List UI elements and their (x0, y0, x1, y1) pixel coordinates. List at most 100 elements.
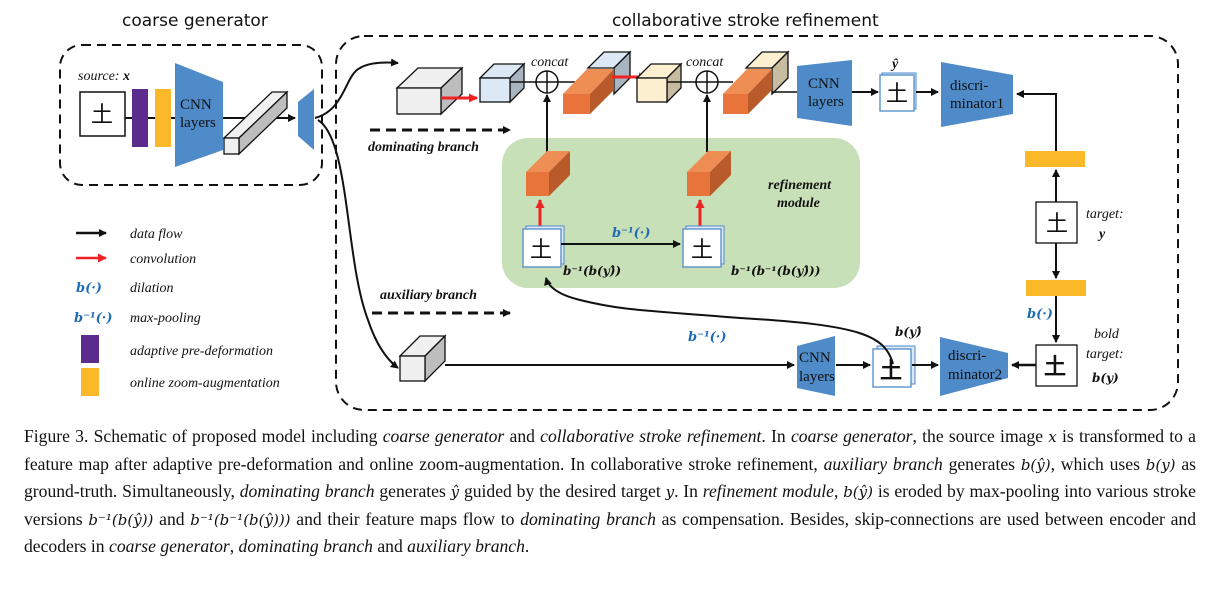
bold-target-var-label: b(y) (1092, 371, 1119, 385)
caption-math: b⁻¹(b⁻¹(b(ŷ))) (190, 510, 291, 529)
caption-term: coarse generator (790, 426, 913, 446)
zoom-augmentation-block (1025, 151, 1085, 167)
refinement-label: refinement (768, 178, 832, 193)
to-auxiliary-flow (317, 119, 399, 369)
caption-text: as ground-truth. Simultaneously, (24, 453, 1196, 502)
caption-text: as compensation. Besides, skip-connectio… (24, 508, 1197, 557)
legend-purple-box-icon (81, 335, 99, 363)
caption-text: . In (674, 481, 698, 501)
max-pooling-op-label: b⁻¹(·) (688, 330, 726, 345)
concat-label: concat (531, 55, 569, 70)
caption-text: , which uses (1050, 453, 1140, 474)
bold-target-label: target: (1086, 347, 1124, 362)
caption-text: . (524, 536, 530, 556)
caption-term: dominating branch (239, 481, 375, 501)
bold-target-label: bold (1094, 327, 1120, 342)
cnn-encoder (175, 63, 223, 167)
caption-term: coarse generator (109, 536, 230, 556)
auxiliary-branch-label: auxiliary branch (380, 288, 477, 303)
cnn-label: layers (180, 115, 216, 131)
cnn-label: CNN (180, 97, 212, 113)
caption-term: coarse generator (382, 426, 505, 446)
adaptive-pre-deformation-block (132, 89, 148, 147)
concat-label: concat (686, 55, 724, 70)
refinement-label: module (777, 196, 820, 211)
discriminator1 (941, 62, 1013, 127)
zoom-augmentation-block (1026, 280, 1086, 296)
source-image (79, 91, 126, 137)
refined-feature-map-2 (687, 151, 731, 196)
legend-label: convolution (130, 252, 196, 267)
collaborative-title: collaborative stroke refinement (612, 11, 879, 31)
cnn-decoder-dominating (797, 60, 852, 126)
discriminator2-label: discri- (948, 348, 986, 364)
auxiliary-feature-map (398, 334, 447, 383)
caption-text: and (509, 426, 535, 446)
eroded-image-1 (522, 228, 562, 268)
caption-math: y (665, 483, 675, 501)
b-y-hat-image (872, 348, 912, 388)
dominating-branch-label: dominating branch (368, 140, 479, 155)
caption-math: x (1048, 428, 1057, 446)
cnn-decoder-auxiliary (797, 336, 835, 396)
target-label: target: (1086, 207, 1124, 222)
source-label: source: x (78, 69, 130, 84)
legend-label: dilation (130, 281, 174, 296)
cnn-label: layers (808, 94, 844, 110)
collaborative-box (335, 35, 1179, 411)
refined-feature-map-1 (526, 151, 570, 196)
cnn-label: CNN (799, 350, 831, 366)
caption-text: generates (948, 453, 1015, 474)
caption-text: is eroded by max-pooling into various st… (24, 481, 1196, 529)
zoom-augmentation-block (155, 89, 171, 147)
target-var-label: y (1097, 227, 1106, 242)
legend-yellow-box-icon (81, 368, 99, 396)
discriminator1-label: discri- (950, 78, 988, 94)
caption-text: , (229, 536, 235, 556)
cnn-label: layers (799, 369, 835, 385)
caption-text: generates (379, 481, 446, 501)
caption-text: and (377, 536, 403, 556)
caption-text: , the source image (912, 426, 1044, 446)
caption-text: and (159, 508, 185, 529)
model-diagram: coarse generator collaborative stroke re… (59, 11, 1179, 411)
coarse-feature-map (222, 90, 289, 156)
max-pooling-curve (544, 277, 894, 365)
target-to-disc1-arrow (1016, 90, 1057, 151)
max-pooling-op-label: b⁻¹(·) (612, 226, 650, 241)
y-hat-label: ŷ (890, 57, 899, 72)
y-hat-image (879, 74, 915, 112)
bold-target-image (1035, 344, 1078, 387)
caption-text: , (833, 481, 839, 501)
legend-label: online zoom-augmentation (130, 376, 280, 391)
refinement-module-bg (502, 138, 860, 288)
caption-math: b(ŷ) (1020, 455, 1051, 474)
coarse-decoder (298, 89, 314, 150)
caption-text: Schematic of proposed model including (93, 426, 378, 446)
caption-text: guided by the desired target (463, 481, 661, 501)
discriminator2-label: minator2 (948, 367, 1002, 383)
blue-feature-map (478, 62, 526, 104)
caption-text: . In (761, 426, 786, 446)
caption-term: dominating branch (520, 508, 656, 529)
eroded-char-1: 土 (530, 238, 552, 263)
caption-math: b(y) (1145, 455, 1176, 474)
legend-label: data flow (130, 227, 183, 242)
caption-term: auxiliary branch (407, 536, 525, 556)
figure-caption: Figure 3. Schematic of proposed model in… (24, 423, 1196, 560)
caption-term: dominating branch (238, 536, 373, 556)
caption-text: and their feature maps flow to (296, 508, 515, 529)
dilation-op-label: b(·) (1027, 307, 1053, 322)
b-y-hat-label: b(y)̂ (895, 325, 922, 339)
legend: data flow convolution b(·) dilation b⁻¹(… (74, 227, 280, 396)
bold-target-char: 土 (1044, 355, 1066, 380)
cnn-label: CNN (808, 76, 840, 92)
discriminator2 (940, 337, 1008, 396)
eroded-image-2 (682, 228, 722, 268)
target-char: 土 (1046, 212, 1068, 237)
caption-term: collaborative stroke refinement (540, 426, 762, 446)
dominating-feature-map (395, 66, 464, 116)
legend-dilation-symbol: b(·) (76, 281, 102, 296)
legend-maxpool-symbol: b⁻¹(·) (74, 311, 112, 326)
caption-math: b⁻¹(b(ŷ)) (88, 510, 154, 529)
